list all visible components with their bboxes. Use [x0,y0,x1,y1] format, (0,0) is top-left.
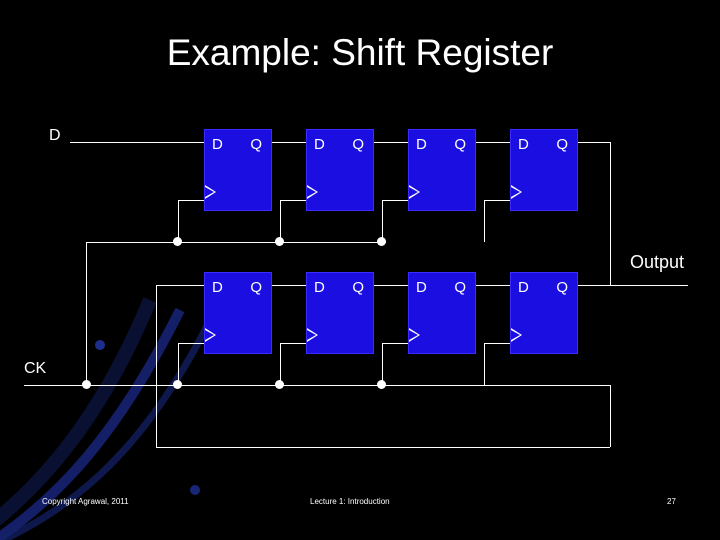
junction-dot-2 [275,237,284,246]
flipflop-r1-c3[interactable]: D Q [408,129,476,211]
wire-clk-stub-ff3-h [382,200,408,201]
label-input-d: D [49,127,61,144]
wire-q2-d3 [374,142,408,143]
label-output: Output [630,252,685,272]
wire-clk-stub-ff8-h [484,343,510,344]
wire-clk-stub-ff2-h [280,200,306,201]
wire-clk-bus-row1 [86,242,386,243]
wire-clk-stub-ff7-h [382,343,408,344]
label-clock: CK [24,360,47,377]
flipflop-r2-c3[interactable]: D Q [408,272,476,354]
junction-dot-3 [377,237,386,246]
wire-clk-stub-ff4 [484,200,485,242]
ff-label-q: Q [556,136,568,153]
ff-label-q: Q [556,279,568,296]
wire-output [578,285,688,286]
clock-triangle-inner-icon [409,330,418,340]
wire-clk-bottom-return [156,447,610,448]
wire-clk-stub-ff5-h [178,343,204,344]
junction-dot-6 [275,380,284,389]
wire-q3-d4 [476,142,510,143]
wire-q4-right [578,142,610,143]
flipflop-r1-c2[interactable]: D Q [306,129,374,211]
ff-label-d: D [518,279,529,296]
junction-dot-4 [82,380,91,389]
ff-label-q: Q [250,279,262,296]
clock-triangle-inner-icon [409,187,418,197]
flipflop-r2-c4[interactable]: D Q [510,272,578,354]
wire-clk-right-drop [610,385,611,447]
wire-clk-stub-ff2 [280,200,281,242]
wire-clk-stub-ff7 [382,343,383,385]
wire-q7-d8 [476,285,510,286]
wire-clk-bus-row1-drop [86,242,87,384]
ff-label-d: D [518,136,529,153]
ff-label-d: D [416,279,427,296]
ff-label-d: D [212,279,223,296]
flipflop-r2-c2[interactable]: D Q [306,272,374,354]
wire-clk-stub-ff8 [484,343,485,385]
flipflop-r1-c1[interactable]: D Q [204,129,272,211]
footer-copyright: Copyright Agrawal, 2011 [42,497,129,506]
wire-clk-stub-ff1 [178,200,179,242]
ff-label-q: Q [352,279,364,296]
flipflop-r2-c1[interactable]: D Q [204,272,272,354]
clock-triangle-inner-icon [205,330,214,340]
clock-triangle-inner-icon [511,330,520,340]
wire-q1-d2 [272,142,306,143]
wire-row1-to-row2-vertical [610,142,611,285]
clock-triangle-inner-icon [307,187,316,197]
ff-label-d: D [314,279,325,296]
footer-page-number: 27 [667,497,676,506]
clock-triangle-inner-icon [205,187,214,197]
wire-clk-stub-ff3 [382,200,383,242]
wire-clk-stub-ff6-h [280,343,306,344]
ff-label-d: D [314,136,325,153]
ff-label-q: Q [250,136,262,153]
wire-q6-d7 [374,285,408,286]
wire-row2-input [156,285,204,286]
flipflop-r1-c4[interactable]: D Q [510,129,578,211]
junction-dot-5 [173,380,182,389]
ff-label-d: D [416,136,427,153]
clock-triangle-inner-icon [307,330,316,340]
wire-clk-main [24,385,610,386]
wire-clk-stub-ff6 [280,343,281,385]
ff-label-q: Q [454,136,466,153]
junction-dot-7 [377,380,386,389]
junction-dot-1 [173,237,182,246]
wire-clk-stub-ff1-h [178,200,204,201]
wire-d-input-row1 [70,142,204,143]
page-title: Example: Shift Register [166,32,554,73]
wire-clk-left-return [156,285,157,447]
ff-label-q: Q [352,136,364,153]
clock-triangle-inner-icon [511,187,520,197]
wire-clk-stub-ff4-h [484,200,510,201]
wire-clk-stub-ff5 [178,343,179,385]
footer-lecture: Lecture 1: Introduction [310,497,390,506]
ff-label-d: D [212,136,223,153]
wire-q5-d6 [272,285,306,286]
ff-label-q: Q [454,279,466,296]
